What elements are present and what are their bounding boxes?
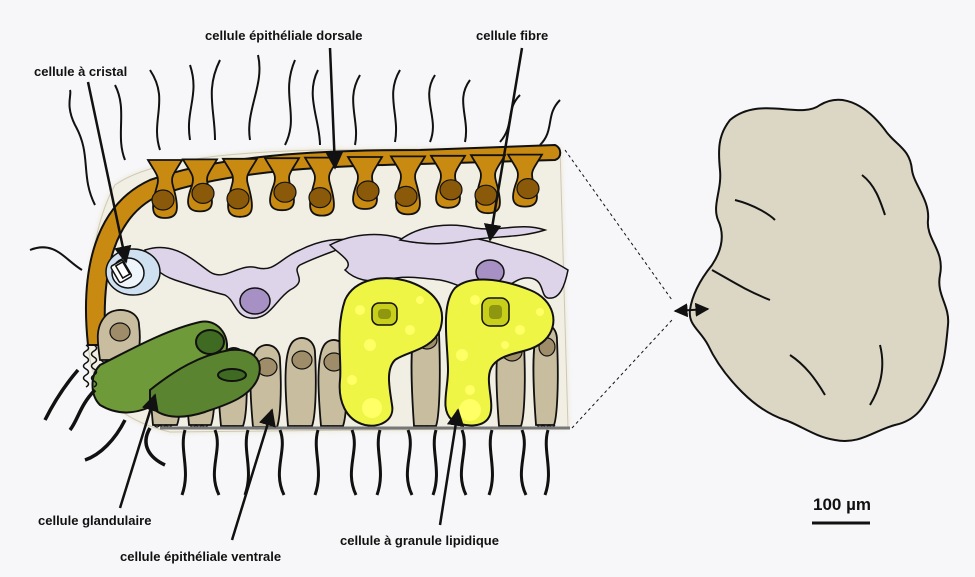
label-ventrale: cellule épithéliale ventrale xyxy=(120,549,281,564)
dorsal-nucleus xyxy=(475,185,497,205)
scale-bar-label: 100 µm xyxy=(813,495,871,514)
dorsal-nucleus xyxy=(517,179,539,199)
label-glandulaire: cellule glandulaire xyxy=(38,513,151,528)
dorsal-nucleus xyxy=(274,182,296,202)
dorsal-nucleus xyxy=(152,190,174,210)
dorsal-nucleus xyxy=(227,189,249,209)
gland-nucleus-2 xyxy=(218,369,246,381)
crystal-cell xyxy=(106,249,160,295)
ventral-nucleus xyxy=(110,323,130,341)
label-dorsal: cellule épithéliale dorsale xyxy=(205,28,363,43)
dorsal-nucleus xyxy=(192,183,214,203)
ventral-nucleus xyxy=(292,351,312,369)
dorsal-nucleus xyxy=(309,188,331,208)
dorsal-nucleus xyxy=(357,181,379,201)
fibre-nucleus-left xyxy=(240,288,270,314)
dorsal-nucleus xyxy=(395,186,417,206)
label-lipidique: cellule à granule lipidique xyxy=(340,533,499,548)
label-cristal: cellule à cristal xyxy=(34,64,127,79)
label-fibre: cellule fibre xyxy=(476,28,548,43)
gland-nucleus-1 xyxy=(196,330,224,354)
dorsal-nucleus xyxy=(440,180,462,200)
